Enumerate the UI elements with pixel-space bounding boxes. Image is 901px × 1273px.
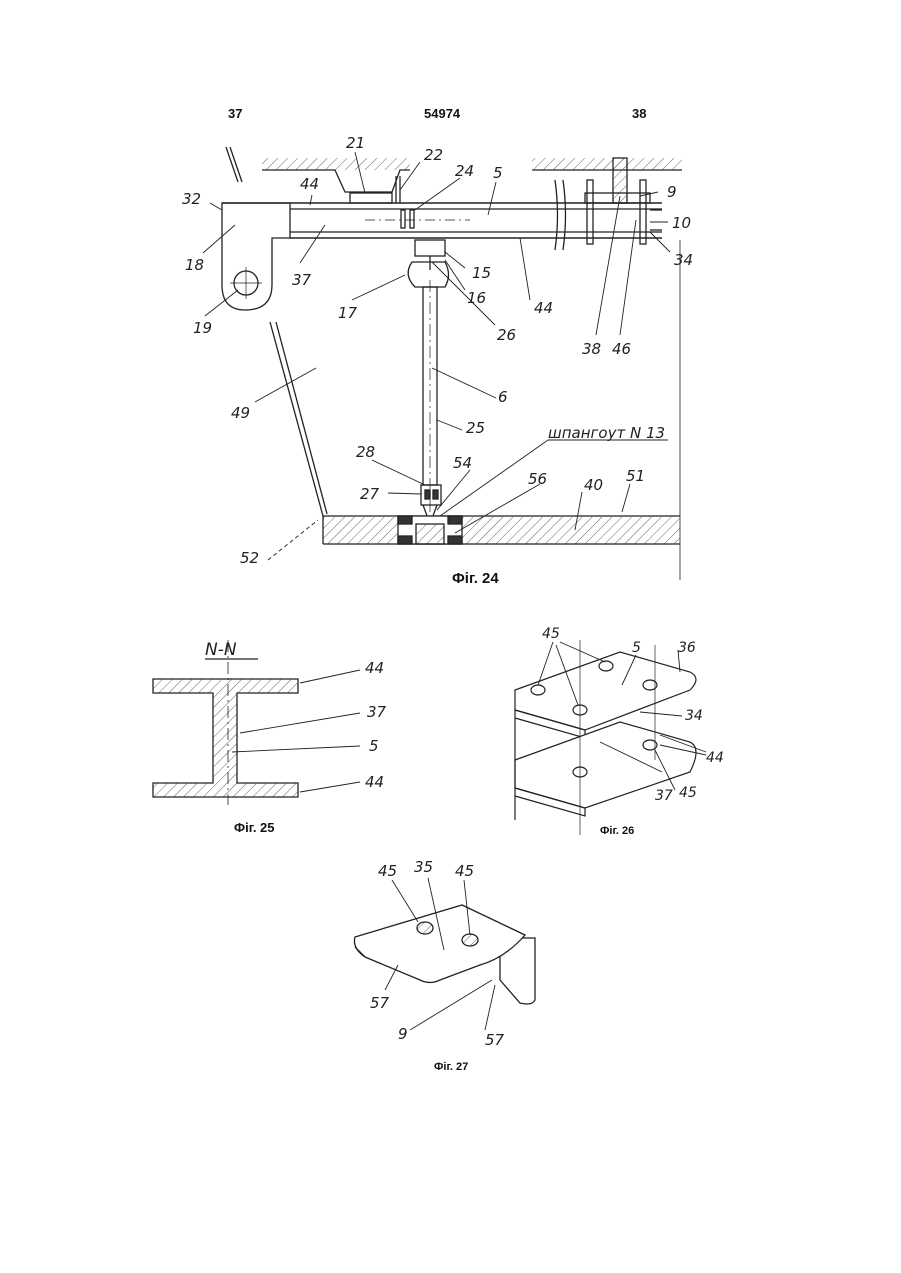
fig24-callout-label: 40 (584, 476, 603, 494)
fig27-callout-label: 57 (485, 1031, 505, 1049)
fuselage-wall (270, 322, 323, 516)
fig24-callout-label: 15 (472, 264, 491, 282)
fig24-callout-label: 52 (240, 549, 259, 567)
fig24-callout-label: 32 (182, 190, 201, 208)
fig24-callout-label: 54 (453, 454, 472, 472)
fig24-callout-label: 10 (672, 214, 691, 232)
fig25-callout-label: 37 (367, 703, 387, 721)
fig26-callout-label: 44 (706, 750, 724, 766)
fig24-callout-label: 18 (185, 256, 204, 274)
fig24-callout-label: 25 (466, 419, 485, 437)
fig24-callout-label: 6 (498, 388, 508, 406)
fig24-callout-label: 46 (612, 340, 631, 358)
fig24-callout-label: 26 (497, 326, 516, 344)
fig27-callout-label: 45 (455, 862, 474, 880)
fig24-callout-label: 24 (455, 162, 474, 180)
fig26-callout-label: 5 (632, 640, 641, 656)
fig26-caption: Фіг. 26 (600, 825, 634, 837)
fig24-callout-label: 44 (300, 175, 319, 193)
fig24-callout-label: 28 (356, 443, 375, 461)
fig26-callout-label: 34 (685, 708, 703, 724)
fig27-callout-label: 35 (414, 858, 433, 876)
fig24-callout-label: 51 (626, 467, 645, 485)
fig25-section-label: N-N (205, 640, 237, 660)
fig25-drawing (153, 640, 360, 805)
ceiling-left-hatch (262, 158, 410, 170)
fig27-callout-label: 9 (398, 1025, 408, 1043)
floor-hatch (323, 517, 680, 544)
i-beam-section (153, 679, 298, 797)
fig24-callout-label: 16 (467, 289, 486, 307)
clamp (350, 193, 392, 203)
fig25-callout-label: 5 (369, 737, 379, 755)
fig24-callout-label: 38 (582, 340, 601, 358)
fig24-caption: Фіг. 24 (452, 570, 499, 587)
fig24-callout-label: 9 (667, 183, 677, 201)
fig24-callout-label: 56 (528, 470, 547, 488)
fig24-callout-label: 21 (346, 134, 365, 152)
fig27-callout-label: 45 (378, 862, 397, 880)
fig25-callout-label: 44 (365, 773, 384, 791)
fig24-drawing (203, 147, 682, 580)
fig27-callout-label: 57 (370, 994, 390, 1012)
ceiling-right-hatch (532, 158, 682, 170)
fig24-callout-label: 5 (493, 164, 503, 182)
fig26-callout-label: 37 (655, 788, 673, 804)
hanger-top-fitting (415, 240, 445, 256)
ceiling-left-outline (262, 170, 410, 192)
fig24-callout-label: 44 (534, 299, 553, 317)
fig26-drawing (515, 640, 706, 835)
fig24-callout-label: 49 (231, 404, 250, 422)
fig24-callout-label: 34 (674, 251, 693, 269)
fig24-callout-label: 19 (193, 319, 212, 337)
fig26-callout-label: 45 (679, 785, 697, 801)
end-bracket (222, 203, 290, 310)
fig24-callout-label: 37 (292, 271, 312, 289)
fig25-callout-label: 44 (365, 659, 384, 677)
fig25-labels: 44 37 5 44 (365, 659, 387, 791)
fig24-annotation: шпангоут N 13 (548, 424, 665, 442)
fig26-callout-label: 36 (678, 640, 696, 656)
fig24-callout-label: 17 (338, 304, 358, 322)
fig25-caption: Фіг. 25 (234, 820, 275, 835)
fig27-caption: Фіг. 27 (434, 1061, 468, 1073)
fig24-callout-label: 22 (424, 146, 443, 164)
fig24-callout-label: 27 (360, 485, 380, 503)
fig26-callout-label: 45 (542, 626, 560, 642)
